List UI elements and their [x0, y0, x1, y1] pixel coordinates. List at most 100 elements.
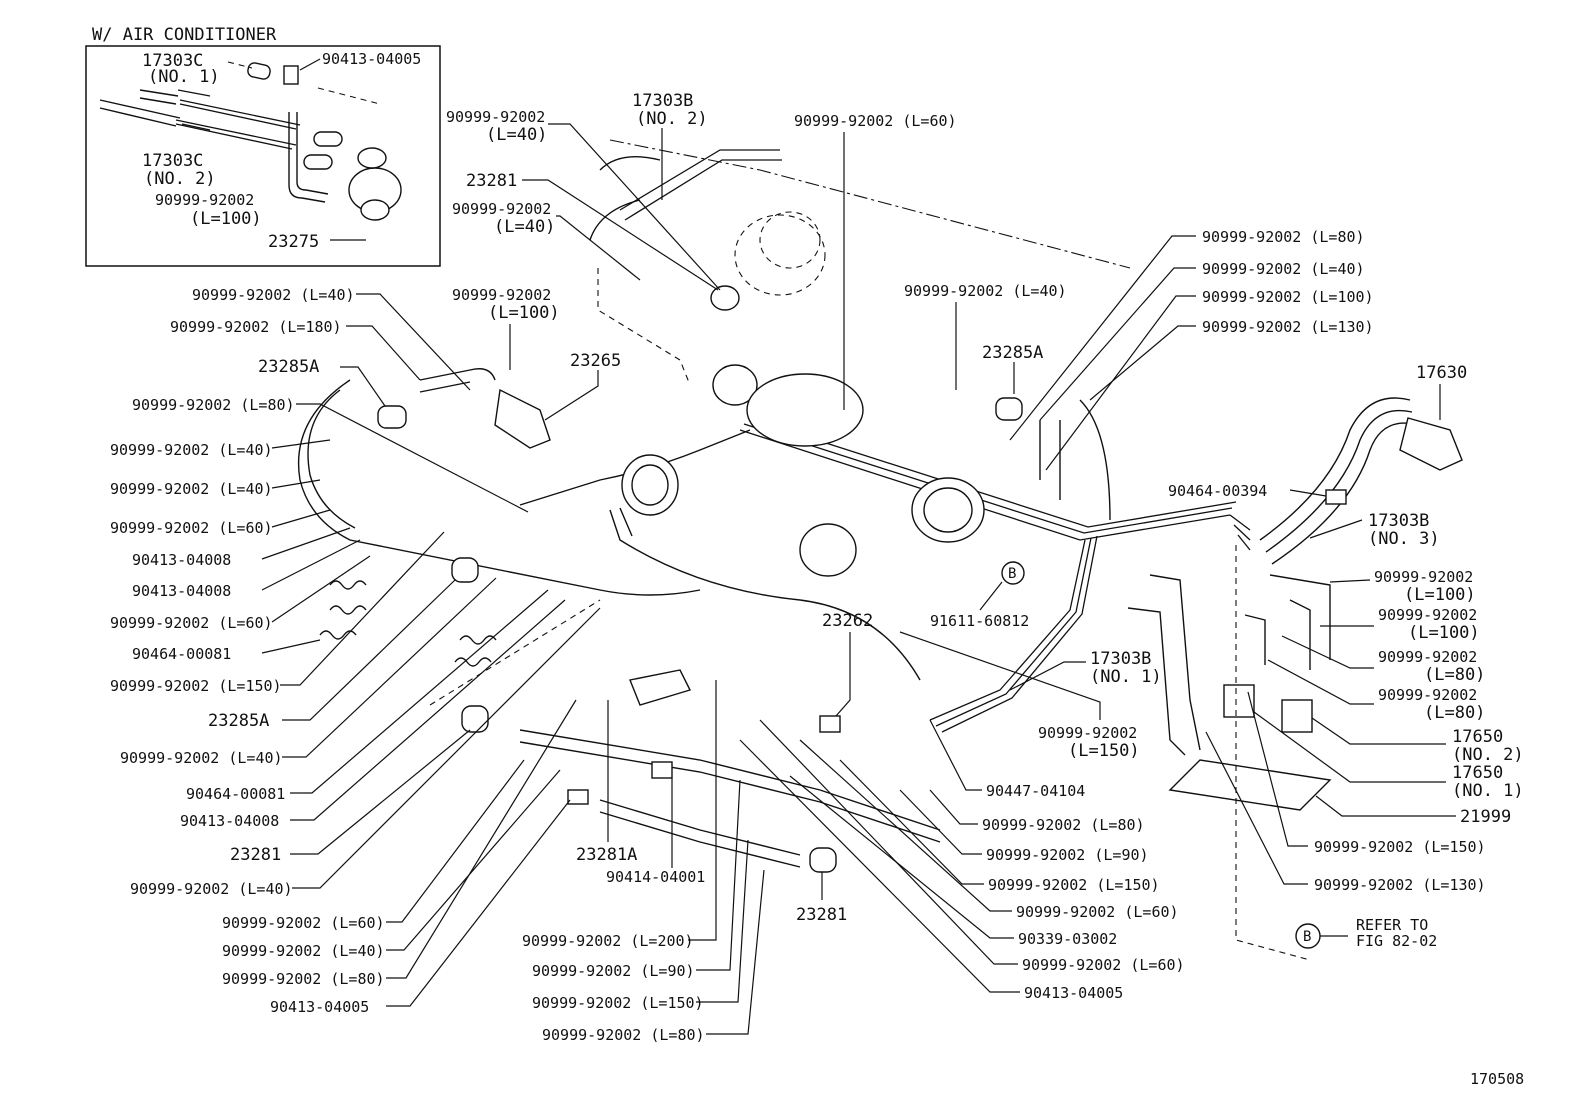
- vsv-17650-no2: [1281, 699, 1313, 733]
- inset-valve-label: 23275: [268, 232, 319, 252]
- inset-air-conditioner: W/ AIR CONDITIONER 17303C (NO. 1) 90413-…: [85, 25, 441, 267]
- callout-union-04008-b: 90413-04008: [132, 582, 231, 600]
- inset-union-leader: [299, 58, 321, 71]
- callout-union-03002: 90339-03002: [1018, 930, 1117, 948]
- callouts-left: 90999-92002 (L=40) 90999-92002 (L=180) 2…: [110, 286, 601, 1016]
- sensor-23262: [819, 715, 841, 733]
- callouts-bottom: 23281A 90414-04001 23281 90999-92002 (L=…: [522, 680, 847, 1044]
- inset-17303c-no2-num: (NO. 2): [144, 169, 216, 189]
- left-hose-loop: [297, 379, 701, 596]
- hose-17303b-no3: [1259, 397, 1415, 565]
- callout-hose-l60-b: 90999-92002 (L=60): [110, 614, 273, 632]
- valve-23281-left: [461, 705, 489, 733]
- callout-union-04001: 90414-04001: [606, 868, 705, 886]
- callout-hose-l80-left: 90999-92002 (L=80): [132, 396, 295, 414]
- inset-hose-part: 90999-92002: [155, 191, 254, 209]
- callout-clamp-00081-b: 90464-00081: [186, 785, 285, 803]
- callout-center-hose-l150-b: 90999-92002 (L=150): [988, 876, 1160, 894]
- callout-hose-l40-f: 90999-92002 (L=40): [222, 942, 385, 960]
- main-pipe-bundle: [739, 417, 1237, 541]
- callout-right-hose-l80: 90999-92002 (L=80): [1202, 228, 1365, 246]
- callout-rh1-part: 90999-92002: [1374, 568, 1473, 586]
- callout-23281-bottom: 23281: [796, 905, 847, 925]
- callout-top-23281: 23281: [466, 171, 517, 191]
- callout-clamp-00394: 90464-00394: [1168, 482, 1267, 500]
- inset-hose-b: [313, 131, 343, 147]
- vsv-17650-no1: [1223, 684, 1255, 718]
- vsv-top: [712, 364, 758, 406]
- callout-right-hose-l130: 90999-92002 (L=130): [1202, 318, 1374, 336]
- callout-17650-no1-part: 17650: [1452, 763, 1503, 783]
- valve-23281-bottom: [809, 847, 837, 873]
- callout-23265: 23265: [570, 351, 621, 371]
- callout-rh4-len: (L=80): [1424, 703, 1485, 723]
- bolt-marker-b: [1001, 561, 1025, 585]
- callout-rh1-len: (L=100): [1404, 585, 1476, 605]
- inset-17303c-no1-num: (NO. 1): [148, 67, 220, 87]
- filter-23285a-right: [995, 397, 1023, 421]
- valve-23281a: [651, 761, 673, 779]
- callout-17630: 17630: [1416, 363, 1467, 383]
- callout-hose-l40-c: 90999-92002 (L=40): [110, 480, 273, 498]
- manifold-port-ellipse: [746, 373, 864, 447]
- callout-bottom-hose-l200: 90999-92002 (L=200): [522, 932, 694, 950]
- sensor-17630: [1399, 417, 1463, 471]
- callout-17650-no2-num: (NO. 2): [1452, 745, 1524, 765]
- callout-17650-no2-part: 17650: [1452, 727, 1503, 747]
- callout-23281-left: 23281: [230, 845, 281, 865]
- lower-harness: [519, 729, 941, 843]
- callout-23281a: 23281A: [576, 845, 637, 865]
- bolt-marker-letter: B: [1008, 566, 1016, 582]
- callout-center-hose-l60-b: 90999-92002 (L=60): [1022, 956, 1185, 974]
- callout-top-hose1-len: (L=40): [486, 125, 547, 145]
- callout-23285a-right: 23285A: [982, 343, 1043, 363]
- figure-number: 170508: [1470, 1070, 1524, 1088]
- refer-line-2: FIG 82-02: [1356, 932, 1437, 950]
- callouts-center: 91611-60812 23262 17303B (NO. 1) 90999-9…: [739, 581, 1185, 1002]
- callout-union-04005-a: 90413-04005: [270, 998, 369, 1016]
- callout-bottom-hose-l150: 90999-92002 (L=150): [532, 994, 704, 1012]
- callout-17303b-no1-part: 17303B: [1090, 649, 1151, 669]
- callout-top-hose2-len: (L=40): [494, 217, 555, 237]
- refer-marker-letter: B: [1303, 929, 1311, 945]
- callout-hose-l40-d: 90999-92002 (L=40): [120, 749, 283, 767]
- callout-center-hose-l90: 90999-92002 (L=90): [986, 846, 1149, 864]
- callout-union-04005-b: 90413-04005: [1024, 984, 1123, 1002]
- callout-right-hose-l40: 90999-92002 (L=40): [1202, 260, 1365, 278]
- filter-23285a-left: [377, 405, 407, 429]
- callout-top-hose1-part: 90999-92002: [446, 108, 545, 126]
- callout-hose-l60-c: 90999-92002 (L=60): [222, 914, 385, 932]
- canister-outline: [734, 214, 826, 296]
- callout-center-hose-l150-len: (L=150): [1068, 741, 1140, 761]
- bracket-21999: [1168, 759, 1332, 811]
- callout-hose-l40-b: 90999-92002 (L=40): [110, 441, 273, 459]
- clamps-group-2: [454, 635, 497, 667]
- callout-bottom-hose-l90: 90999-92002 (L=90): [532, 962, 695, 980]
- inset-frame: [85, 45, 441, 267]
- union-90413-04005: [567, 789, 589, 805]
- inset-pipe-no1: [139, 89, 179, 105]
- callout-top-hose2-part: 90999-92002: [452, 200, 551, 218]
- callout-23285a-bottom: 23285A: [208, 711, 269, 731]
- callout-rh3-part: 90999-92002: [1378, 648, 1477, 666]
- clamp-90464-00394: [1325, 489, 1347, 505]
- callout-17303b-no2-part: 17303B: [632, 91, 693, 111]
- inset-hose-100: [288, 112, 329, 203]
- refer-line-1: REFER TO: [1356, 916, 1428, 934]
- inset-union-icon: [283, 65, 299, 85]
- callout-union-04008-a: 90413-04008: [132, 551, 231, 569]
- callout-17303b-no1-num: (NO. 1): [1090, 667, 1162, 687]
- callout-rh2-len: (L=100): [1408, 623, 1480, 643]
- callout-rh2-part: 90999-92002: [1378, 606, 1477, 624]
- callout-hose-l40-a: 90999-92002 (L=40): [192, 286, 355, 304]
- main-drawing: B: [297, 139, 1463, 961]
- sensor-23281-mid: [629, 669, 691, 706]
- callout-23262: 23262: [822, 611, 873, 631]
- callout-center-hose-l80: 90999-92002 (L=80): [982, 816, 1145, 834]
- callout-top-hose3-part: 90999-92002: [452, 286, 551, 304]
- inset-title: W/ AIR CONDITIONER: [92, 25, 277, 45]
- inset-union-label: 90413-04005: [322, 50, 421, 68]
- callout-clamp-00081-a: 90464-00081: [132, 645, 231, 663]
- valve-23281-top: [710, 285, 740, 311]
- sensor-23265: [494, 388, 551, 449]
